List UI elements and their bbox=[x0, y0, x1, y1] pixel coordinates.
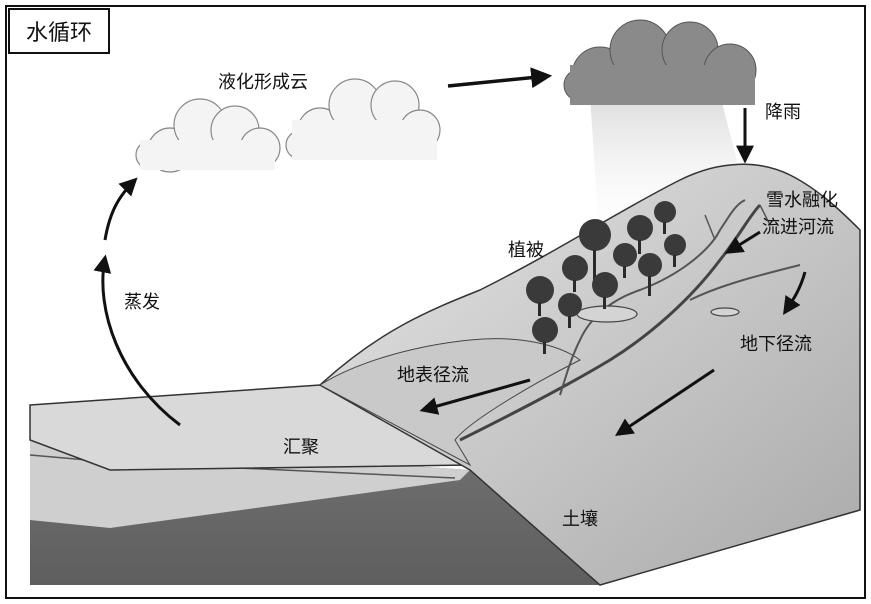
cloud-icon bbox=[285, 78, 441, 160]
diagram-title: 水循环 bbox=[8, 8, 110, 54]
label-soil: 土壤 bbox=[562, 509, 598, 530]
tree-icon bbox=[526, 276, 554, 316]
label-evaporation: 蒸发 bbox=[124, 292, 160, 313]
river-branch-3 bbox=[704, 204, 771, 241]
tree-icon bbox=[613, 243, 637, 278]
arrow-icon bbox=[419, 378, 531, 415]
tree-icon bbox=[562, 255, 588, 292]
arrow-icon bbox=[615, 368, 715, 436]
vegetation-trees bbox=[526, 201, 686, 354]
rain-cloud-icon bbox=[563, 19, 757, 105]
label-vegetation: 植被 bbox=[508, 240, 544, 261]
arrow-icon bbox=[724, 230, 761, 254]
diagram-frame bbox=[5, 5, 866, 599]
tree-icon bbox=[558, 293, 582, 328]
label-collection: 汇聚 bbox=[283, 437, 319, 458]
arrow-icon bbox=[447, 67, 553, 89]
label-rain: 降雨 bbox=[765, 102, 801, 123]
tree-icon bbox=[664, 234, 686, 267]
tree-icon bbox=[638, 253, 662, 296]
basin-top-surface bbox=[29, 384, 471, 471]
river-branch-2 bbox=[689, 264, 801, 301]
label-snowmelt-line1: 雪水融化 bbox=[766, 190, 838, 211]
tree-icon bbox=[532, 317, 558, 354]
label-snowmelt-line2: 流进河流 bbox=[762, 217, 834, 238]
tree-icon bbox=[627, 215, 653, 254]
tree-icon bbox=[579, 219, 611, 280]
mountain-slope bbox=[318, 163, 861, 586]
lake-upper bbox=[576, 305, 638, 323]
label-groundwater: 地下径流 bbox=[740, 334, 812, 355]
label-condensation: 液化形成云 bbox=[218, 72, 308, 93]
lake-right bbox=[710, 307, 740, 317]
tree-icon bbox=[592, 272, 618, 309]
label-surface-runoff: 地表径流 bbox=[397, 365, 469, 386]
arrow-icon bbox=[783, 271, 807, 315]
arrow-icon bbox=[93, 254, 181, 427]
tree-icon bbox=[654, 201, 676, 234]
cloud-icon bbox=[135, 98, 281, 173]
river-branch-1 bbox=[559, 199, 746, 396]
arrow-icon bbox=[103, 177, 138, 241]
